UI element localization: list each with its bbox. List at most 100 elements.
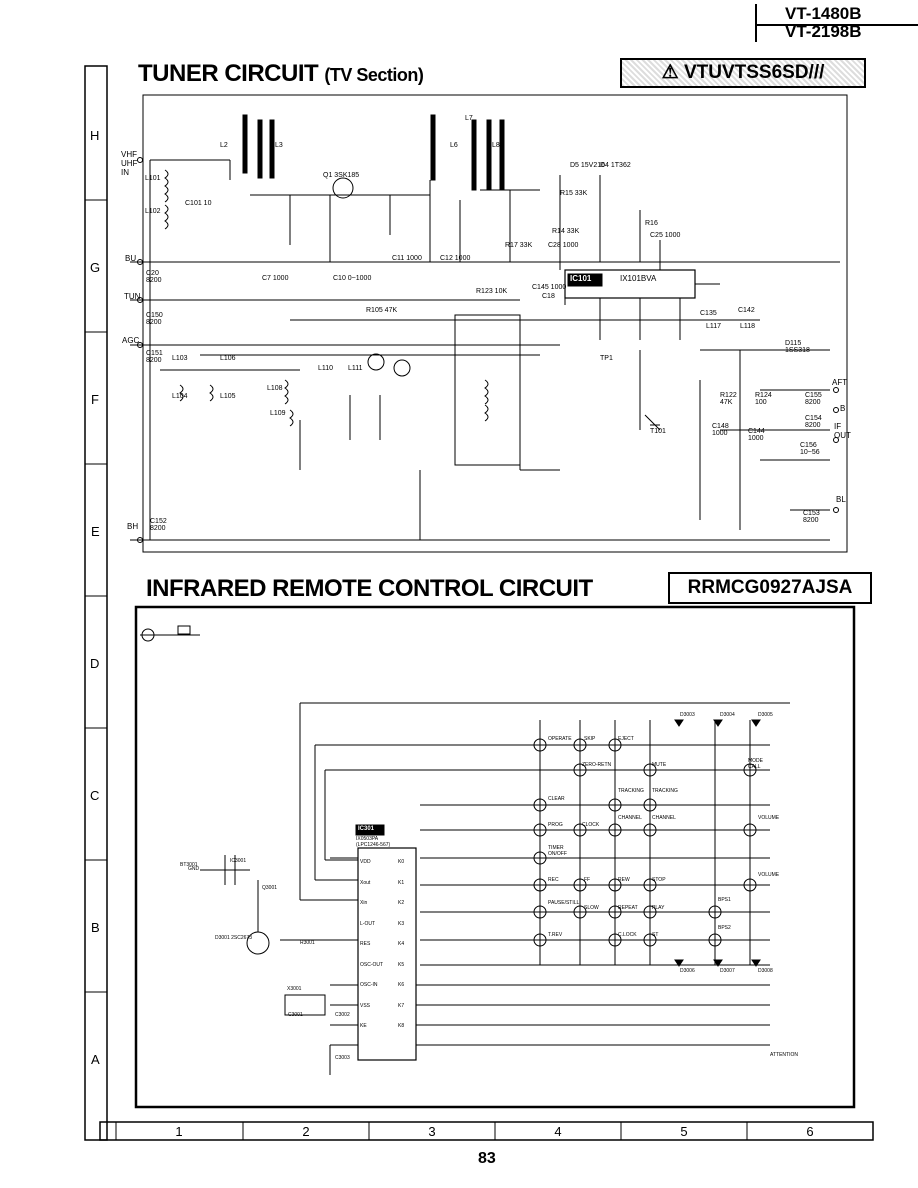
key-c-lock: C.LOCK bbox=[618, 932, 637, 938]
part-x3001: X3001 bbox=[287, 986, 302, 992]
key-clear: CLEAR bbox=[548, 796, 565, 802]
pin-label: K0 bbox=[398, 859, 405, 865]
part-c3002: C3002 bbox=[335, 1012, 350, 1018]
grid-col-5: 5 bbox=[680, 1124, 688, 1139]
d4-label: D4 1T362 bbox=[600, 162, 631, 169]
key-t-rev: T.REV bbox=[548, 932, 563, 938]
bu-port-label: BU bbox=[125, 254, 137, 263]
tp1-label: TP1 bbox=[600, 355, 613, 362]
l106-label: L106 bbox=[220, 355, 236, 362]
key-st: ST bbox=[652, 932, 659, 938]
model-number-2: VT-2198B bbox=[755, 22, 918, 42]
bl-port-label: BL bbox=[836, 495, 846, 504]
c7-label: C7 1000 bbox=[262, 275, 289, 282]
pin-label: RES bbox=[360, 941, 371, 947]
c152-label: C152 8200 bbox=[150, 518, 167, 532]
c150-label: C150 8200 bbox=[146, 312, 163, 326]
key-zero-retn: ZERO-RETN bbox=[582, 762, 612, 768]
c20-label: C20 8200 bbox=[146, 270, 162, 284]
pin-label: OSC-IN bbox=[360, 982, 378, 988]
c156-label: C156 10~56 bbox=[800, 442, 820, 456]
diode-d3007: D3007 bbox=[720, 968, 735, 974]
ic301-part: IX0503PA bbox=[356, 836, 379, 842]
l7-label: L7 bbox=[465, 115, 473, 122]
c101-label: C101 10 bbox=[185, 200, 212, 207]
key-skip: SKIP bbox=[584, 736, 596, 742]
grid-row-e: E bbox=[91, 524, 100, 539]
c10-label: C10 0~1000 bbox=[333, 275, 372, 282]
c155-label: C155 8200 bbox=[805, 392, 822, 406]
grid-row-h: H bbox=[90, 128, 100, 143]
aft-port-label: AFT bbox=[832, 378, 848, 387]
l109-label: L109 bbox=[270, 410, 286, 417]
c142-label: C142 bbox=[738, 307, 755, 314]
t101-label: T101 bbox=[650, 428, 666, 435]
l104-label: L104 bbox=[172, 393, 188, 400]
key-play: PLAY bbox=[652, 905, 665, 911]
page-number: 83 bbox=[478, 1150, 496, 1167]
grid-row-g: G bbox=[90, 260, 101, 275]
key-prog: PROG bbox=[548, 822, 563, 828]
l108-label: L108 bbox=[267, 385, 283, 392]
ic301-label: IC301 bbox=[358, 826, 375, 832]
tun-port-label: TUN bbox=[124, 292, 141, 301]
part-bt3001: BT3001 bbox=[180, 862, 198, 868]
part-q3001: Q3001 bbox=[262, 885, 278, 891]
l3-label: L3 bbox=[275, 142, 283, 149]
l118-label: L118 bbox=[740, 323, 756, 330]
agc-port-label: AGC bbox=[122, 336, 140, 345]
key-rew: REW bbox=[618, 877, 630, 883]
c153-label: C153 8200 bbox=[803, 510, 820, 524]
diode-d3006: D3006 bbox=[680, 968, 695, 974]
l2-label: L2 bbox=[220, 142, 228, 149]
diode-d3005: D3005 bbox=[758, 712, 773, 718]
r14-label: R14 33K bbox=[552, 228, 580, 235]
ic301-alt: (LPC1246-567) bbox=[356, 842, 391, 848]
key-pause: PAUSE/STILL bbox=[548, 900, 580, 906]
pin-label: K8 bbox=[398, 1023, 405, 1029]
remote-title: INFRARED REMOTE CONTROL CIRCUIT bbox=[146, 575, 593, 602]
grid-row-a: A bbox=[91, 1052, 100, 1067]
pin-label: K6 bbox=[398, 982, 405, 988]
c135-label: C135 bbox=[700, 310, 717, 317]
pin-label: Xin bbox=[360, 900, 368, 906]
diode-d3008: D3008 bbox=[758, 968, 773, 974]
key-bps2: BPS2 bbox=[718, 925, 731, 931]
pin-label: K5 bbox=[398, 961, 405, 968]
key-clock: CLOCK bbox=[582, 822, 600, 828]
r124-label: R124 100 bbox=[755, 392, 772, 406]
pin-label: K4 bbox=[398, 941, 405, 947]
c145-label: C145 1000 bbox=[532, 284, 567, 291]
l6-label: L6 bbox=[450, 142, 458, 149]
label-gnd: GND bbox=[188, 866, 200, 872]
d115-label: D115 1SS318 bbox=[785, 340, 810, 354]
r123-label: R123 10K bbox=[476, 288, 508, 295]
pin-label: Xout bbox=[360, 879, 371, 886]
key-volume-up: VOLUME bbox=[758, 872, 780, 878]
r15-label: R15 33K bbox=[560, 190, 588, 197]
c25-label: C25 1000 bbox=[650, 232, 681, 239]
grid-row-c: C bbox=[90, 788, 100, 803]
l101-label: L101 bbox=[145, 175, 161, 182]
grid-col-3: 3 bbox=[428, 1124, 436, 1139]
pin-label: K3 bbox=[398, 920, 405, 927]
c18-label: C18 bbox=[542, 293, 555, 300]
tuner-part-badge: ⚠ VTUVTSS6SD/// bbox=[620, 58, 866, 88]
pin-label: VDD bbox=[360, 859, 371, 865]
remote-schematic bbox=[140, 625, 790, 1075]
c28-label: C28 1000 bbox=[548, 242, 579, 249]
key-tracking-down: TRACKING bbox=[618, 788, 644, 794]
q1-label: Q1 3SK185 bbox=[323, 172, 360, 179]
c151-label: C151 8200 bbox=[146, 350, 163, 364]
tuner-title: TUNER CIRCUIT (TV Section) bbox=[138, 60, 424, 87]
key-repeat: REPEAT bbox=[618, 905, 638, 911]
ic101-label: IC101 bbox=[570, 274, 592, 283]
grid-row-f: F bbox=[91, 392, 99, 407]
l102-label: L102 bbox=[145, 208, 161, 215]
key-mute: MUTE bbox=[652, 762, 667, 768]
c12-label: C12 1000 bbox=[440, 255, 471, 262]
c148-label: C148 1000 bbox=[712, 423, 729, 437]
pin-label: OSC-OUT bbox=[360, 961, 384, 968]
pin-label: KE bbox=[360, 1023, 367, 1029]
